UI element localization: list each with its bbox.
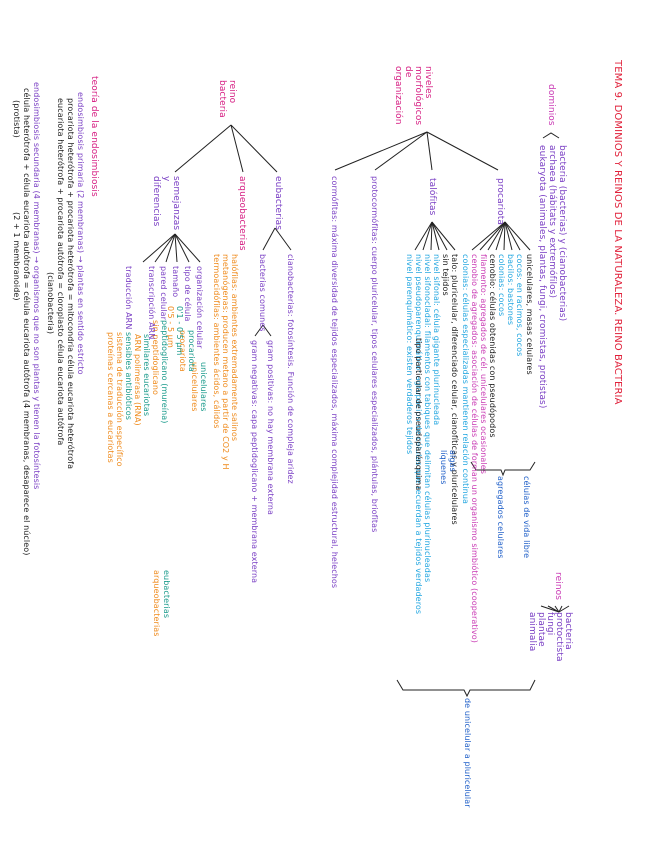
procariota-note2: agregados celulares [496, 476, 505, 559]
dominios-brace [542, 132, 560, 139]
endosimbiosis-item: procariota heterótrofa + procariota hete… [66, 98, 75, 470]
gram-positivas: gram positivas: no hay membrana externa [266, 340, 275, 516]
procariota-item: cocos: en racimos, cocos [515, 254, 524, 357]
arqueobacteria-item: halófilas: ambientes extremadamente sali… [230, 254, 239, 442]
semejanza-value: procariota [187, 330, 196, 372]
reino-item: animalia [527, 612, 537, 652]
gram-negativas: gram negativas: capa peptidoglicano + me… [250, 340, 259, 584]
dominio-item: bacteria (bacterias) y (cianobacterias) [557, 145, 567, 322]
page-title: TEMA 9. DOMINIOS Y REINOS DE LA NATURALE… [612, 60, 623, 405]
talofita-item: nivel sifonocladal: filamentos con tabiq… [423, 254, 432, 583]
talofita-extra: algas [448, 450, 457, 472]
dominio-item: archaea (hábitats y extremófilos) [547, 145, 557, 299]
unicelular-note: de unicelular a pluricelular [463, 698, 472, 808]
talofita-intro: talo: pluricelular, diferenciado celular… [450, 254, 459, 525]
reinos-line [558, 605, 563, 613]
niveles-branch [374, 131, 428, 171]
reinos-line [558, 605, 570, 613]
bacteria-branch [230, 124, 278, 173]
endosimbiosis-item: célula heterótrofa + célula eucariota au… [22, 88, 31, 556]
niveles-label: niveles morfológicos de organización [393, 66, 433, 126]
endosimbiosis-item: eucariota heterótrofa + procariota autót… [56, 98, 65, 446]
protocormofita-text: protocormófitas: cuerpo pluricelular, ti… [370, 176, 379, 533]
procariota-item: colonias: cocos [497, 254, 506, 317]
niveles-branch [334, 131, 428, 171]
unicelular-brace [396, 679, 536, 698]
reinos-line [554, 605, 560, 613]
endosimbiosis-item: endosimbiosis primaria (2 membranas) → p… [76, 92, 85, 375]
reino-item: fungi [545, 612, 555, 636]
semejanza-value: sistema de traducción específico [115, 332, 124, 467]
semejanza-value: 0'1 - 0'5 µm [175, 306, 184, 356]
semejanza-value: peptidoglicano (mureína) [160, 320, 169, 424]
reinos-label: reinos [553, 572, 563, 601]
semejanza-key: pared celular [159, 266, 168, 320]
procariota-item: cenobio: células obtenidas con pseudópod… [488, 254, 497, 438]
reino-item: protoctista [554, 612, 564, 662]
talofita-flag: tipo particular de pseudoparénquima [414, 338, 423, 491]
procariota-branch [504, 221, 531, 251]
procariota-item: filamento: agregados de cél. unicelulare… [479, 254, 488, 474]
semejanza-key: tipo de célula [183, 266, 192, 322]
endosimbiosis-label: teoría de la endosimbiosis [89, 76, 99, 197]
legend-eubacterias: eubacterias [162, 570, 171, 619]
semejanza-key: tamaño [171, 266, 180, 298]
arqueobacteria-item: metanógenas: producen metano a partir de… [221, 254, 230, 470]
endosimbiosis-item: endosimbiosis secundaria (4 membranas) →… [32, 82, 41, 490]
arqueobacteria-item: termoacidófilas: ambientes ácidos, cálid… [212, 254, 221, 429]
talofita-label: talófitas [427, 178, 437, 216]
reinos-line [540, 605, 560, 613]
endosimbiosis-item: (cianobacteria) [46, 272, 55, 335]
eubacterias-branch [274, 227, 292, 251]
eubacterias-label: eubacterias [273, 176, 283, 230]
procariota-brace [470, 461, 536, 477]
talofita-extra: líquenes [439, 450, 448, 485]
procariota-label: procariota [495, 178, 505, 225]
procariota-note: células de vida libre [522, 476, 531, 559]
semejanza-value: ARN polimerasa (RNA) [133, 334, 142, 426]
endosimbiosis-item: (protista) [12, 100, 21, 138]
bacterias-comunes: bacterias comunes [258, 254, 267, 332]
semejanza-value: similares eucariotas [142, 334, 151, 417]
dominio-item: eukaryota (animales, plantas, fungi, cro… [537, 145, 547, 409]
niveles-branch [426, 131, 433, 171]
niveles-branch [426, 131, 499, 171]
talofita-intro2: sin tejidos [441, 254, 450, 296]
reino-bacteria-label: reino bacteria [217, 80, 237, 118]
semejanza-value: unicelulares [199, 362, 208, 412]
semejanzas-branch [174, 233, 201, 263]
arqueobacterias-label: arqueobacterias [237, 176, 247, 251]
semejanza-value: sensibles antibióticos [124, 332, 133, 421]
reino-item: bacteria [563, 612, 573, 650]
procariota-item: bacilos: bastones [506, 254, 515, 326]
semejanza-key: organización celular [195, 266, 204, 349]
semejanza-key: traducción ARN [124, 266, 133, 330]
talofita-item: nivel parenquimático: existen verdaderos… [405, 254, 414, 455]
semejanza-value: proteínas cercanas a eucariotas [106, 332, 115, 463]
semejanza-key: transcripción ARN [147, 266, 156, 340]
reino-item: plantae [536, 612, 546, 647]
procariota-item: colonias: células especializadas mantien… [461, 254, 470, 505]
legend-arqueobacterias: arqueobacterias [152, 570, 161, 637]
cianobacterias-text: cianobacterias: fotosíntesis. Función de… [286, 254, 295, 484]
talofita-item: nivel sifonal: célula gigante plurinucle… [432, 254, 441, 426]
procariota-item: cenobio de agregados: asociación de célu… [470, 254, 479, 643]
dominios-label: dominios [546, 84, 556, 126]
procariota-item: unicelulares, masas celulares [525, 254, 534, 375]
semejanzas-label: semejanzas y diferencias [151, 176, 181, 231]
talofita-branch [431, 221, 456, 251]
endosimbiosis-item: (2 + 1 membranoide) [12, 212, 21, 301]
cormofita-text: cormófitas: máxima diversidad de tejidos… [330, 176, 339, 589]
